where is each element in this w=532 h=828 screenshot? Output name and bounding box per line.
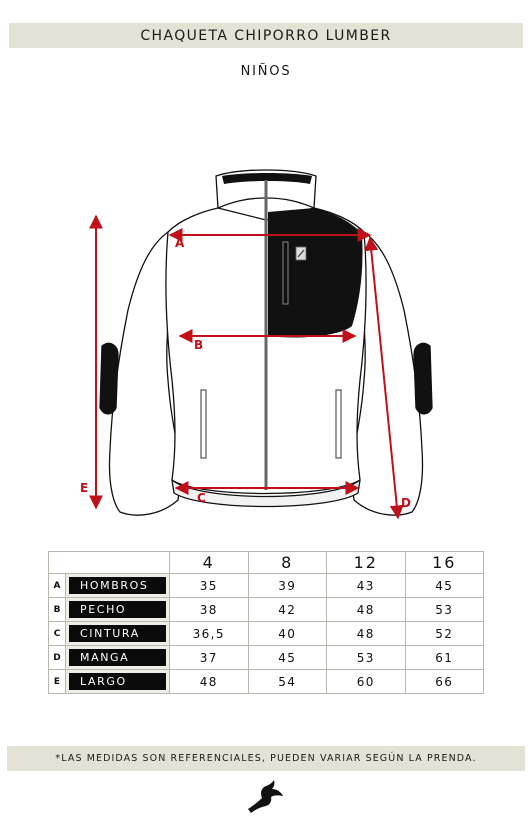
footer-bar: *LAS MEDIDAS SON REFERENCIALES, PUEDEN V…	[7, 746, 525, 771]
page-title: CHAQUETA CHIPORRO LUMBER	[140, 27, 392, 44]
size-col-8: 8	[247, 551, 327, 574]
table-corner	[48, 551, 170, 574]
size-header-row: 4 8 12 16	[48, 551, 484, 574]
row-letter: E	[48, 669, 66, 694]
size-col-16: 16	[404, 551, 484, 574]
label-d: D	[401, 496, 411, 510]
table-cell: 61	[404, 645, 484, 670]
row-label-hombros: HOMBROS	[69, 577, 166, 594]
table-cell: 54	[247, 669, 327, 694]
table-cell: 36,5	[169, 621, 249, 646]
label-a: A	[175, 236, 185, 250]
zipper-pull-icon	[295, 246, 307, 261]
bird-logo-icon	[248, 780, 283, 813]
left-pocket	[200, 389, 207, 459]
footer-note: *LAS MEDIDAS SON REFERENCIALES, PUEDEN V…	[55, 753, 477, 764]
size-table: 4 8 12 16 A HOMBROS 35 39 43 45 B PECHO …	[48, 551, 484, 694]
table-row: A HOMBROS 35 39 43 45	[48, 573, 484, 598]
row-label-pecho: PECHO	[69, 601, 166, 618]
table-cell: 48	[326, 621, 406, 646]
table-cell: 60	[326, 669, 406, 694]
table-cell: 45	[404, 573, 484, 598]
title-bar: CHAQUETA CHIPORRO LUMBER	[9, 23, 523, 48]
table-cell: 38	[169, 597, 249, 622]
table-cell: 42	[247, 597, 327, 622]
row-label-largo: LARGO	[69, 673, 166, 690]
table-cell: 53	[404, 597, 484, 622]
size-col-4: 4	[169, 551, 249, 574]
dimension-arrow-icon	[89, 214, 404, 520]
table-cell: 40	[247, 621, 327, 646]
label-b: B	[194, 338, 203, 352]
row-letter: A	[48, 573, 66, 598]
table-cell: 43	[326, 573, 406, 598]
collar-lining	[222, 173, 312, 184]
chest-panel	[268, 208, 363, 338]
table-cell: 37	[169, 645, 249, 670]
table-cell: 48	[169, 669, 249, 694]
row-label-cintura: CINTURA	[69, 625, 166, 642]
chest-pocket	[282, 241, 289, 305]
row-label-manga: MANGA	[69, 649, 166, 666]
dimension-d	[364, 236, 404, 520]
right-pocket	[335, 389, 342, 459]
label-e: E	[80, 481, 88, 495]
size-col-12: 12	[326, 551, 406, 574]
table-cell: 66	[404, 669, 484, 694]
row-letter: B	[48, 597, 66, 622]
table-cell: 53	[326, 645, 406, 670]
table-row: E LARGO 48 54 60 66	[48, 669, 484, 694]
table-cell: 52	[404, 621, 484, 646]
table-row: C CINTURA 36,5 40 48 52	[48, 621, 484, 646]
table-cell: 45	[247, 645, 327, 670]
page-subtitle: NIÑOS	[240, 64, 292, 79]
table-row: D MANGA 37 45 53 61	[48, 645, 484, 670]
table-cell: 35	[169, 573, 249, 598]
table-cell: 39	[247, 573, 327, 598]
jacket-diagram: A B C D E	[80, 169, 433, 520]
row-letter: C	[48, 621, 66, 646]
table-row: B PECHO 38 42 48 53	[48, 597, 484, 622]
table-cell: 48	[326, 597, 406, 622]
row-letter: D	[48, 645, 66, 670]
label-c: C	[197, 491, 206, 505]
